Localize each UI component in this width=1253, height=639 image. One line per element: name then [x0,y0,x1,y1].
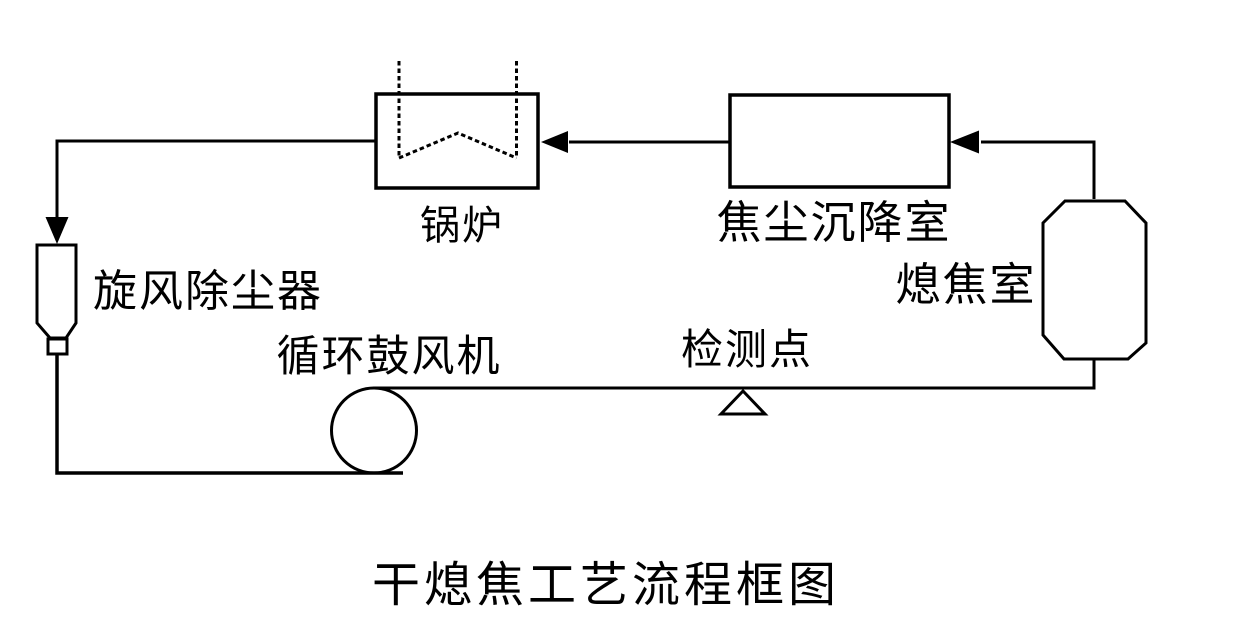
quenching-chamber-octagon [1041,199,1148,361]
diagram-title: 干熄焦工艺流程框图 [372,559,840,612]
settling-chamber-box [728,93,951,189]
pipe-blower-to-quench [375,359,1096,390]
settling-chamber-label: 焦尘沉降室 [716,197,951,248]
pipe-boiler-to-cyclone [55,139,376,218]
detection-point-marker-icon [717,388,769,416]
arrow-into-cyclone-icon [45,217,69,244]
boiler-label: 锅炉 [420,204,504,248]
quenching-chamber-label: 熄焦室 [895,259,1036,310]
blower-label: 循环鼓风机 [277,333,502,381]
arrow-into-boiler-icon [541,131,568,153]
cyclone-body [35,243,78,340]
detection-point-label: 检测点 [681,326,813,373]
boiler-tube-chevron [398,131,518,160]
boiler-box [374,92,540,190]
pipe-cyclone-to-blower [55,354,403,475]
cyclone-label: 旋风除尘器 [93,267,323,316]
pipe-quench-to-settling [981,140,1096,199]
cyclone-dust-bin [46,337,69,356]
arrow-into-settling-chamber-icon [950,130,979,154]
blower-circle [330,386,418,475]
